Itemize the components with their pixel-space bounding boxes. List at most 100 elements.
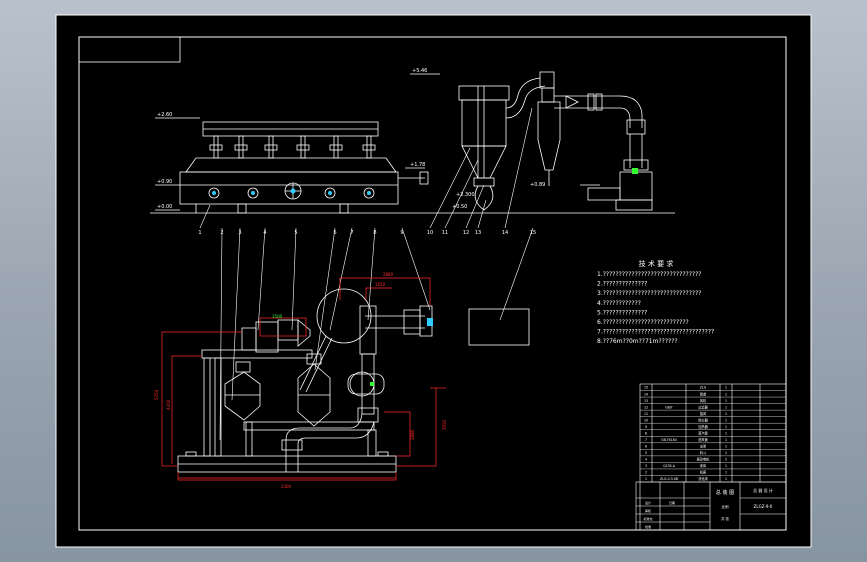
callout-number: 1	[198, 230, 201, 236]
bom-cell: Q235-A	[663, 464, 676, 468]
plan-view	[177, 288, 433, 473]
bom-cell: 过滤器	[698, 404, 708, 409]
bom-cell: 13	[644, 399, 648, 403]
tb-designer: 设计	[645, 500, 651, 505]
bom-cell: 1	[725, 477, 727, 481]
dimension-lines	[161, 277, 446, 481]
tech-req-line: 3.???????????????????????????????	[597, 290, 701, 297]
bom-cell: 进风管	[698, 437, 708, 442]
bom-cell: 1	[725, 445, 727, 449]
title-block	[635, 383, 787, 531]
tb-standard: 标准化	[643, 516, 652, 521]
dim-left-inner: 4300	[166, 399, 171, 410]
tech-req-line: 1.???????????????????????????????	[597, 271, 701, 278]
dim-left-outer: 5354	[154, 389, 159, 400]
bom-cell: 4	[645, 458, 647, 462]
bom-cell: 加热器	[698, 424, 708, 429]
bom-cell: 1	[725, 464, 727, 468]
callout-number: 8	[373, 230, 376, 236]
bom-cell: 11	[644, 412, 648, 416]
callout-number: 4	[263, 230, 266, 236]
bom-cell: 5	[645, 451, 647, 455]
bom-cell: 2	[725, 458, 727, 462]
tb-date: 日期	[669, 500, 675, 505]
bom-cell: 1	[725, 431, 727, 435]
tb-drawing-name: 总 装 图	[716, 489, 734, 496]
bom-cell: 12	[644, 405, 648, 409]
dim-top-small: 1650	[375, 282, 386, 287]
callout-number: 2	[220, 230, 223, 236]
elev-upper: +2.60	[157, 112, 172, 118]
bom-cell: 除尘器	[698, 417, 708, 422]
tb-approve: 批准	[645, 524, 651, 529]
bom-cell: 2	[645, 471, 647, 475]
bom-cell: 1	[725, 392, 727, 396]
dim-top-width: 2880	[383, 272, 394, 277]
bom-cell: 1	[725, 418, 727, 422]
callout-number: 9	[400, 230, 403, 236]
tb-checker: 审核	[645, 508, 651, 513]
bom-cell: 9	[645, 425, 647, 429]
dim-small-square: 1500	[272, 314, 283, 319]
bom-cell: 支架	[700, 444, 707, 449]
bom-cell: 1	[725, 386, 727, 390]
elev-mid-a: +2.300	[456, 192, 475, 198]
callout-number: 13	[475, 230, 481, 236]
bom-cell: 1	[725, 425, 727, 429]
bom-cell: 流化床	[698, 476, 708, 481]
bom-cell: GB-T6184	[661, 438, 677, 442]
bom-cell: 管道	[700, 391, 707, 396]
callout-leaders	[199, 107, 534, 441]
bom-cell: 1	[725, 399, 727, 403]
bom-cell: 1	[725, 405, 727, 409]
dim-right-inner: 2880	[410, 429, 415, 440]
bom-cell: 蒸汽管	[698, 430, 708, 435]
fluid-bed-elevation	[150, 117, 675, 214]
bom-cell: 7	[645, 438, 647, 442]
dim-bottom-width: 3300	[281, 484, 292, 489]
cyclone-elevation	[410, 71, 653, 211]
callout-number: 5	[294, 230, 297, 236]
bom-cell: 15	[644, 386, 648, 390]
tech-req-line: 8.??76m??0m??71m??????	[597, 338, 678, 345]
callout-number: 15	[530, 230, 536, 236]
bom-cell: 1	[725, 438, 727, 442]
elev-right-small: +0.89	[530, 182, 545, 188]
bom-cell: 振动电机	[697, 457, 711, 462]
sheet-border	[55, 14, 812, 548]
bom-cell: ZLG	[700, 386, 707, 390]
bom-cell: 床体	[700, 463, 707, 468]
callout-number: 14	[502, 230, 508, 236]
tech-req-title: 技 术 要 求	[639, 259, 674, 268]
bom-cell: 风机	[700, 398, 707, 403]
callout-number: 6	[333, 230, 336, 236]
bom-cell: 1	[725, 471, 727, 475]
bom-cell: 14	[644, 392, 648, 396]
tb-sheet: 共 张	[721, 516, 730, 521]
bom-cell: 旋风	[700, 411, 707, 416]
bom-cell: 6	[645, 445, 647, 449]
tech-req-lines: 1.??????????????????????????????? 2.?????…	[597, 271, 714, 345]
callout-number: 12	[463, 230, 469, 236]
elev-mid-b: +0.50	[452, 204, 467, 210]
callout-number: 11	[442, 230, 448, 236]
elev-right-mid: +1.78	[410, 162, 425, 168]
corner-block	[78, 36, 181, 63]
tech-req-line: 7.???????????????????????????????????	[597, 329, 714, 336]
bom-cell: 机座	[700, 470, 707, 475]
tech-req-line: 2.??????????????	[597, 281, 647, 288]
bom-cell: ZLG-0.3-0B	[660, 477, 678, 481]
tech-req-line: 5.??????????????	[597, 309, 647, 316]
tb-scale: 比例	[722, 504, 730, 509]
callout-number: 10	[427, 230, 433, 236]
callout-number: 3	[238, 230, 241, 236]
tech-req-line: 6.???????????????????????????	[597, 319, 689, 326]
part-15-box	[468, 308, 530, 346]
bom-cell: 料斗	[700, 450, 706, 455]
bom-cell: 10	[644, 418, 648, 422]
elevation-accents	[212, 188, 371, 195]
frame-border	[78, 36, 787, 531]
